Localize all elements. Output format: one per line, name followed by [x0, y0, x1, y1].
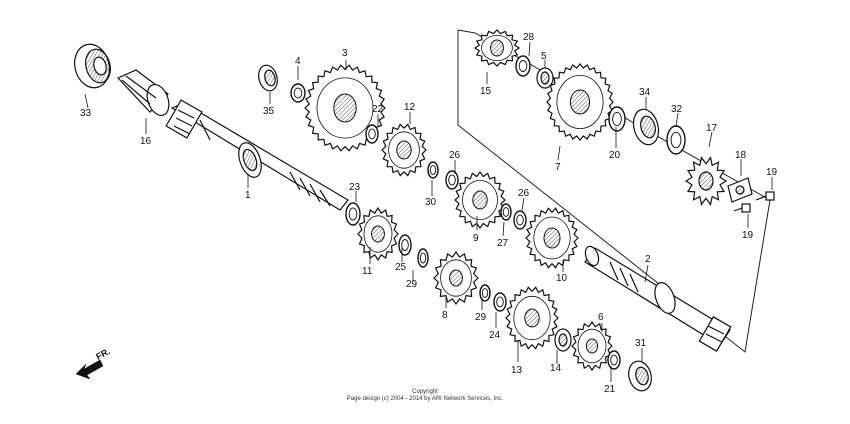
gear-11 — [357, 206, 399, 262]
subassembly-outline — [457, 29, 771, 353]
part-label-26a: 26 — [449, 150, 461, 161]
copyright-notice: Page design (c) 2004 - 2014 by ARI Netwo… — [346, 396, 504, 402]
part-label-19a: 19 — [766, 167, 778, 178]
washer-21 — [607, 350, 621, 370]
part-label-29b: 29 — [406, 279, 418, 290]
copyright-heading: Copyright — [412, 389, 438, 395]
part-label-34: 34 — [639, 87, 651, 98]
bolt-19b — [733, 203, 751, 213]
washer-set — [290, 55, 686, 370]
part-label-23: 23 — [349, 182, 361, 193]
bushing-16 — [116, 69, 170, 117]
part-label-15: 15 — [480, 86, 492, 97]
washer-32 — [666, 125, 686, 155]
part-labels: 33 16 1 2 3 4 5 6 7 8 9 10 11 12 13 14 1… — [80, 32, 778, 395]
gear-set — [304, 29, 614, 372]
gear-12 — [381, 123, 427, 177]
countershaft — [584, 245, 732, 352]
part-label-27: 27 — [497, 238, 509, 249]
part-label-5: 5 — [541, 51, 547, 62]
gear-6 — [571, 320, 613, 372]
part-label-25: 25 — [395, 262, 407, 273]
part-label-22: 22 — [372, 104, 384, 115]
mainshaft — [165, 99, 349, 211]
front-direction-arrow: FR. — [75, 346, 112, 380]
gear-15 — [473, 29, 521, 67]
part-label-18: 18 — [735, 150, 747, 161]
part-label-9: 9 — [473, 233, 479, 244]
gear-3 — [304, 64, 386, 152]
part-label-35: 35 — [263, 106, 275, 117]
part-label-17: 17 — [706, 123, 718, 134]
part-label-31: 31 — [635, 338, 647, 349]
part-label-11: 11 — [362, 266, 373, 277]
part-label-30: 30 — [425, 197, 437, 208]
gear-9 — [454, 170, 506, 230]
washer-28 — [515, 55, 531, 77]
bearing-35 — [258, 64, 278, 92]
part-label-29a: 29 — [475, 312, 487, 323]
bearing-14 — [554, 328, 572, 352]
part-label-4: 4 — [295, 56, 301, 67]
part-label-21: 21 — [604, 384, 616, 395]
part-label-13: 13 — [511, 365, 523, 376]
part-label-32: 32 — [671, 104, 683, 115]
bearing-33 — [74, 43, 111, 89]
gear-13 — [505, 286, 559, 350]
gear-10 — [525, 207, 579, 269]
washer-25 — [398, 234, 412, 256]
part-label-7: 7 — [555, 162, 561, 173]
part-label-28: 28 — [523, 32, 535, 43]
washer-24 — [493, 292, 507, 312]
part-label-24: 24 — [489, 330, 501, 341]
washer-29a — [479, 284, 491, 302]
fixing-plate-18 — [727, 177, 753, 203]
washer-23 — [345, 202, 361, 226]
part-label-2: 2 — [645, 254, 651, 265]
bearing-34 — [632, 108, 660, 146]
bearing-31 — [628, 360, 652, 392]
part-label-10: 10 — [556, 273, 568, 284]
front-direction-label: FR. — [94, 346, 111, 362]
arrow-icon — [75, 359, 104, 380]
washer-30 — [427, 161, 439, 179]
washer-29b — [417, 248, 429, 268]
part-label-1: 1 — [245, 190, 251, 201]
part-label-19b: 19 — [742, 230, 754, 241]
part-label-33: 33 — [80, 108, 92, 119]
part-label-6: 6 — [598, 312, 604, 323]
washer-26b — [513, 210, 527, 230]
sprocket-17 — [684, 156, 728, 206]
part-label-8: 8 — [442, 310, 448, 321]
gear-8 — [433, 250, 479, 306]
washer-20 — [608, 106, 626, 132]
washer-22 — [365, 124, 379, 144]
part-label-20: 20 — [609, 150, 621, 161]
part-label-16: 16 — [140, 136, 152, 147]
part-label-26b: 26 — [518, 188, 530, 199]
bolt-19a — [755, 191, 775, 201]
gear-7 — [546, 63, 614, 141]
part-label-3: 3 — [342, 48, 348, 59]
part-label-12: 12 — [404, 102, 416, 113]
washer-26a — [445, 170, 459, 190]
washer-4 — [290, 83, 306, 103]
part-label-14: 14 — [550, 363, 562, 374]
bearing-5 — [536, 67, 554, 89]
washer-27 — [500, 203, 512, 221]
leader-lines — [84, 41, 773, 382]
